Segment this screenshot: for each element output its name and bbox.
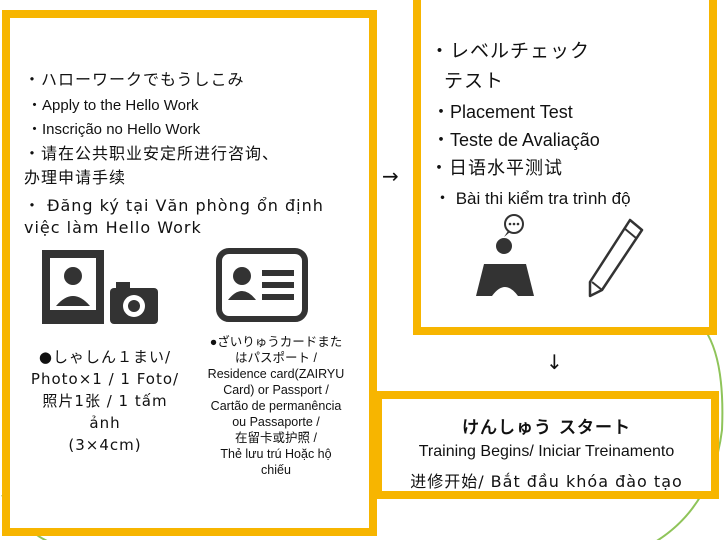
camera-icon [110,282,158,324]
card-caption-line: はパスポート / [235,351,317,365]
card-caption-line: Thẻ lưu trú Hoặc hộ [220,447,332,461]
step3-line-zh-vi: 进修开始/ Bắt đầu khóa đào tạo [410,472,683,491]
step3-title: けんしゅう スタート [462,418,631,438]
card-caption-line: Residence card(ZAIRYU [207,367,345,381]
step2-line-pt: ・Teste de Avaliação [432,130,600,150]
step2-line-en: ・Placement Test [432,102,573,122]
card-caption: ●ざいりゅうカードまた はパスポート / Residence card(ZAIR… [182,334,370,478]
photo-portrait-icon [42,250,104,324]
card-caption-line: 在留卡或护照 / [235,431,317,445]
photo-caption-line: Photo×1 / 1 Foto/ [30,370,180,388]
arrow-right-icon: → [382,164,399,188]
photo-caption-line: ảnh [89,414,121,432]
step2-line-zh: ・日语水平测试 [430,158,563,179]
step-training-start-box [374,391,719,499]
card-caption-line: Cartão de permanência [210,399,342,413]
step1-line-vi-2: việc làm Hello Work [24,218,202,237]
step2-line-jp-2: テスト [444,70,505,92]
step-placement-test-box [413,0,717,335]
photo-caption-line: 照片1张 / 1 tấm [42,392,168,410]
step2-line-jp: ・レベルチェック [430,40,591,62]
step1-line-zh-2: 办理申请手续 [24,168,127,187]
step1-line-zh: ・请在公共职业安定所进行咨询、 [24,144,280,163]
step1-line-pt: ・Inscrição no Hello Work [27,121,201,138]
step1-line-jp: ・ハローワークでもうしこみ [24,70,245,89]
step1-line-vi: ・ Đăng ký tại Văn phòng ổn định [24,196,324,215]
test-taker-icon [476,214,534,296]
photo-caption-line: ●しゃしん１まい/ [38,348,172,366]
step1-line-en: ・Apply to the Hello Work [27,97,199,114]
pencil-icon [588,218,644,298]
card-caption-line: ou Passaporte / [232,415,320,429]
photo-caption: ●しゃしん１まい/ Photo×1 / 1 Foto/ 照片1张 / 1 tấm… [5,346,205,456]
arrow-down-icon: ↓ [546,350,563,374]
step2-line-vi: ・ Bài thi kiểm tra trình độ [434,189,631,208]
card-caption-line: chiếu [261,463,291,477]
card-caption-line: Card) or Passport / [223,383,329,397]
step3-line-en-pt: Training Begins/ Iniciar Treinamento [418,443,675,460]
id-card-icon [216,248,308,322]
card-caption-line: ●ざいりゅうカードまた [209,335,343,349]
photo-caption-line: (3×4cm) [68,436,142,454]
